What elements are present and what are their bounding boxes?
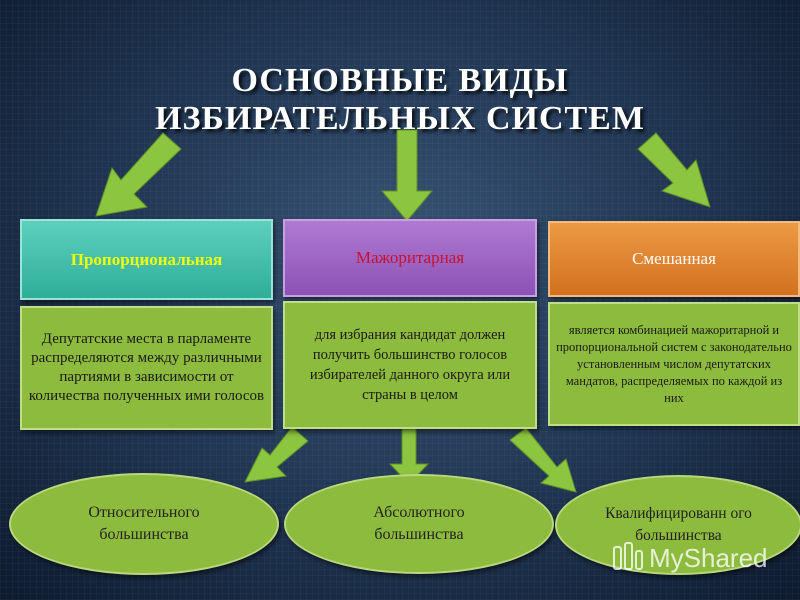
description-mixed: является комбинацией мажоритарной и проп… xyxy=(548,302,800,426)
watermark: MyShared xyxy=(611,538,768,578)
arrow-to-qualified xyxy=(509,427,577,493)
arrow-to-majoritarian xyxy=(380,129,434,222)
oval-absolute-majority: Абсолютного большинства xyxy=(284,474,554,574)
header-majoritarian: Мажоритарная xyxy=(283,219,537,297)
oval-qualified-majority: Квалифицированн ого большинства xyxy=(555,475,800,575)
description-proportional: Депутатские места в парламенте распредел… xyxy=(20,306,273,430)
oval-relative-majority: Относительного большинства xyxy=(9,473,279,575)
oval-absolute-text: Абсолютного большинства xyxy=(373,504,465,543)
oval-qualified-text: Квалифицированн ого большинства xyxy=(605,505,752,544)
watermark-text: MyShared xyxy=(649,542,768,573)
description-majoritarian: для избрания кандидат должен получить бо… xyxy=(283,301,537,429)
slide-title: ОСНОВНЫЕ ВИДЫ ИЗБИРАТЕЛЬНЫХ СИСТЕМ xyxy=(60,62,740,138)
arrow-to-relative xyxy=(244,426,309,483)
arrow-to-mixed xyxy=(637,132,711,208)
arrow-to-proportional xyxy=(95,132,182,217)
header-proportional: Пропорциональная xyxy=(20,219,273,300)
description-proportional-text: Депутатские места в парламенте распредел… xyxy=(28,331,265,404)
description-majoritarian-text: для избрания кандидат должен получить бо… xyxy=(309,327,511,403)
oval-relative-text: Относительного большинства xyxy=(88,504,200,543)
title-line-1: ОСНОВНЫЕ ВИДЫ xyxy=(231,62,569,99)
watermark-logo-icon xyxy=(613,542,643,570)
description-mixed-text: является комбинацией мажоритарной и проп… xyxy=(556,322,792,405)
header-mixed: Смешанная xyxy=(548,221,800,297)
